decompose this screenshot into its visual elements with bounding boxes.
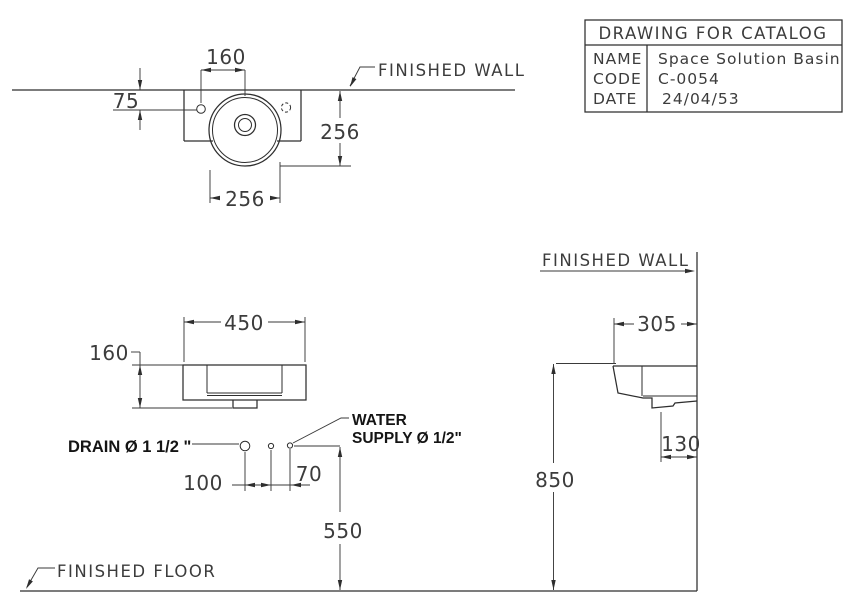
water-supply-label-line1: WATER: [352, 412, 407, 429]
arrowhead: [184, 319, 194, 325]
arrowhead: [687, 321, 697, 327]
basin-front-outline: [182, 364, 307, 401]
top-view: 160 75 256 256 FINISHED WALL: [12, 45, 525, 211]
floor-label-group: FINISHED FLOOR: [26, 562, 216, 589]
dim-faucet-offset: 160: [206, 45, 246, 69]
name-value: Space Solution Basin: [658, 50, 841, 68]
arrowhead: [337, 91, 343, 101]
dim-bowl-width: 256: [225, 187, 265, 211]
dim-drain-to-supply: 100: [183, 471, 223, 495]
arrowhead: [661, 454, 671, 460]
arrowhead: [687, 454, 697, 460]
leader-line: [349, 66, 375, 87]
title-block-border: [584, 19, 843, 113]
faucet-hole-outer: [233, 113, 257, 137]
finished-wall-label-side: FINISHED WALL: [542, 251, 689, 270]
dim-rim-height: 850: [535, 468, 575, 492]
arrowhead: [245, 482, 255, 488]
arrowhead: [137, 398, 143, 408]
arrowhead: [210, 195, 220, 201]
arrowhead: [137, 110, 143, 120]
arrowhead: [337, 447, 343, 457]
supply-hole-left: [267, 442, 275, 450]
bowl-inner-circle: [212, 97, 278, 163]
arrowhead: [337, 156, 343, 166]
drain-stub-front: [232, 400, 258, 409]
dim-side-depth: 305: [637, 312, 677, 336]
front-view: 450 160 DRAIN Ø 1 1/2 " WATER SUPPLY Ø 1…: [68, 311, 462, 590]
title-block: DRAWING FOR CATALOG NAME Space Solution …: [584, 19, 843, 113]
arrowhead: [614, 321, 624, 327]
left-mount-hole: [196, 104, 206, 114]
dim-supply-spacing: 70: [296, 462, 322, 486]
dim-drain-offset: 130: [661, 432, 701, 456]
finished-wall-label-top: FINISHED WALL: [378, 61, 525, 80]
dim-width: 450: [224, 311, 264, 335]
dim-depth: 256: [320, 120, 360, 144]
code-value: C-0054: [658, 70, 720, 88]
faucet-hole-inner: [238, 118, 252, 132]
name-label: NAME: [593, 50, 642, 68]
arrowhead: [137, 80, 143, 90]
title-block-title: DRAWING FOR CATALOG: [598, 24, 827, 43]
arrowhead: [685, 268, 695, 274]
arrowhead: [26, 579, 33, 589]
arrowhead: [137, 365, 143, 375]
arrowhead: [201, 67, 211, 73]
code-label: CODE: [593, 70, 642, 88]
arrowhead: [295, 319, 305, 325]
arrowhead: [551, 364, 556, 374]
dim-supply-height: 550: [323, 519, 363, 543]
leader-line: [26, 567, 55, 588]
finished-floor-label: FINISHED FLOOR: [57, 562, 216, 581]
arrowhead: [235, 67, 245, 73]
leader-line: [292, 417, 349, 444]
dim-hole-from-wall: 75: [113, 89, 139, 113]
arrowhead: [270, 195, 280, 201]
basin-side-profile: [612, 365, 698, 409]
arrowhead: [261, 482, 271, 488]
water-supply-label-line2: SUPPLY Ø 1/2": [352, 430, 462, 447]
supply-hole-right: [286, 442, 294, 449]
right-mount-hole: [280, 102, 292, 113]
bowl-outer-circle: [208, 93, 282, 167]
date-label: DATE: [593, 90, 637, 108]
arrowhead: [551, 580, 556, 590]
date-value: 24/04/53: [662, 90, 740, 108]
drain-hole: [239, 440, 251, 452]
dim-height: 160: [89, 341, 129, 365]
arrowhead: [291, 482, 301, 488]
drain-label: DRAIN Ø 1 1/2 ": [68, 438, 191, 456]
arrowhead: [337, 580, 343, 590]
arrowhead: [350, 77, 357, 87]
side-view: FINISHED WALL 305 130 850: [20, 251, 701, 592]
